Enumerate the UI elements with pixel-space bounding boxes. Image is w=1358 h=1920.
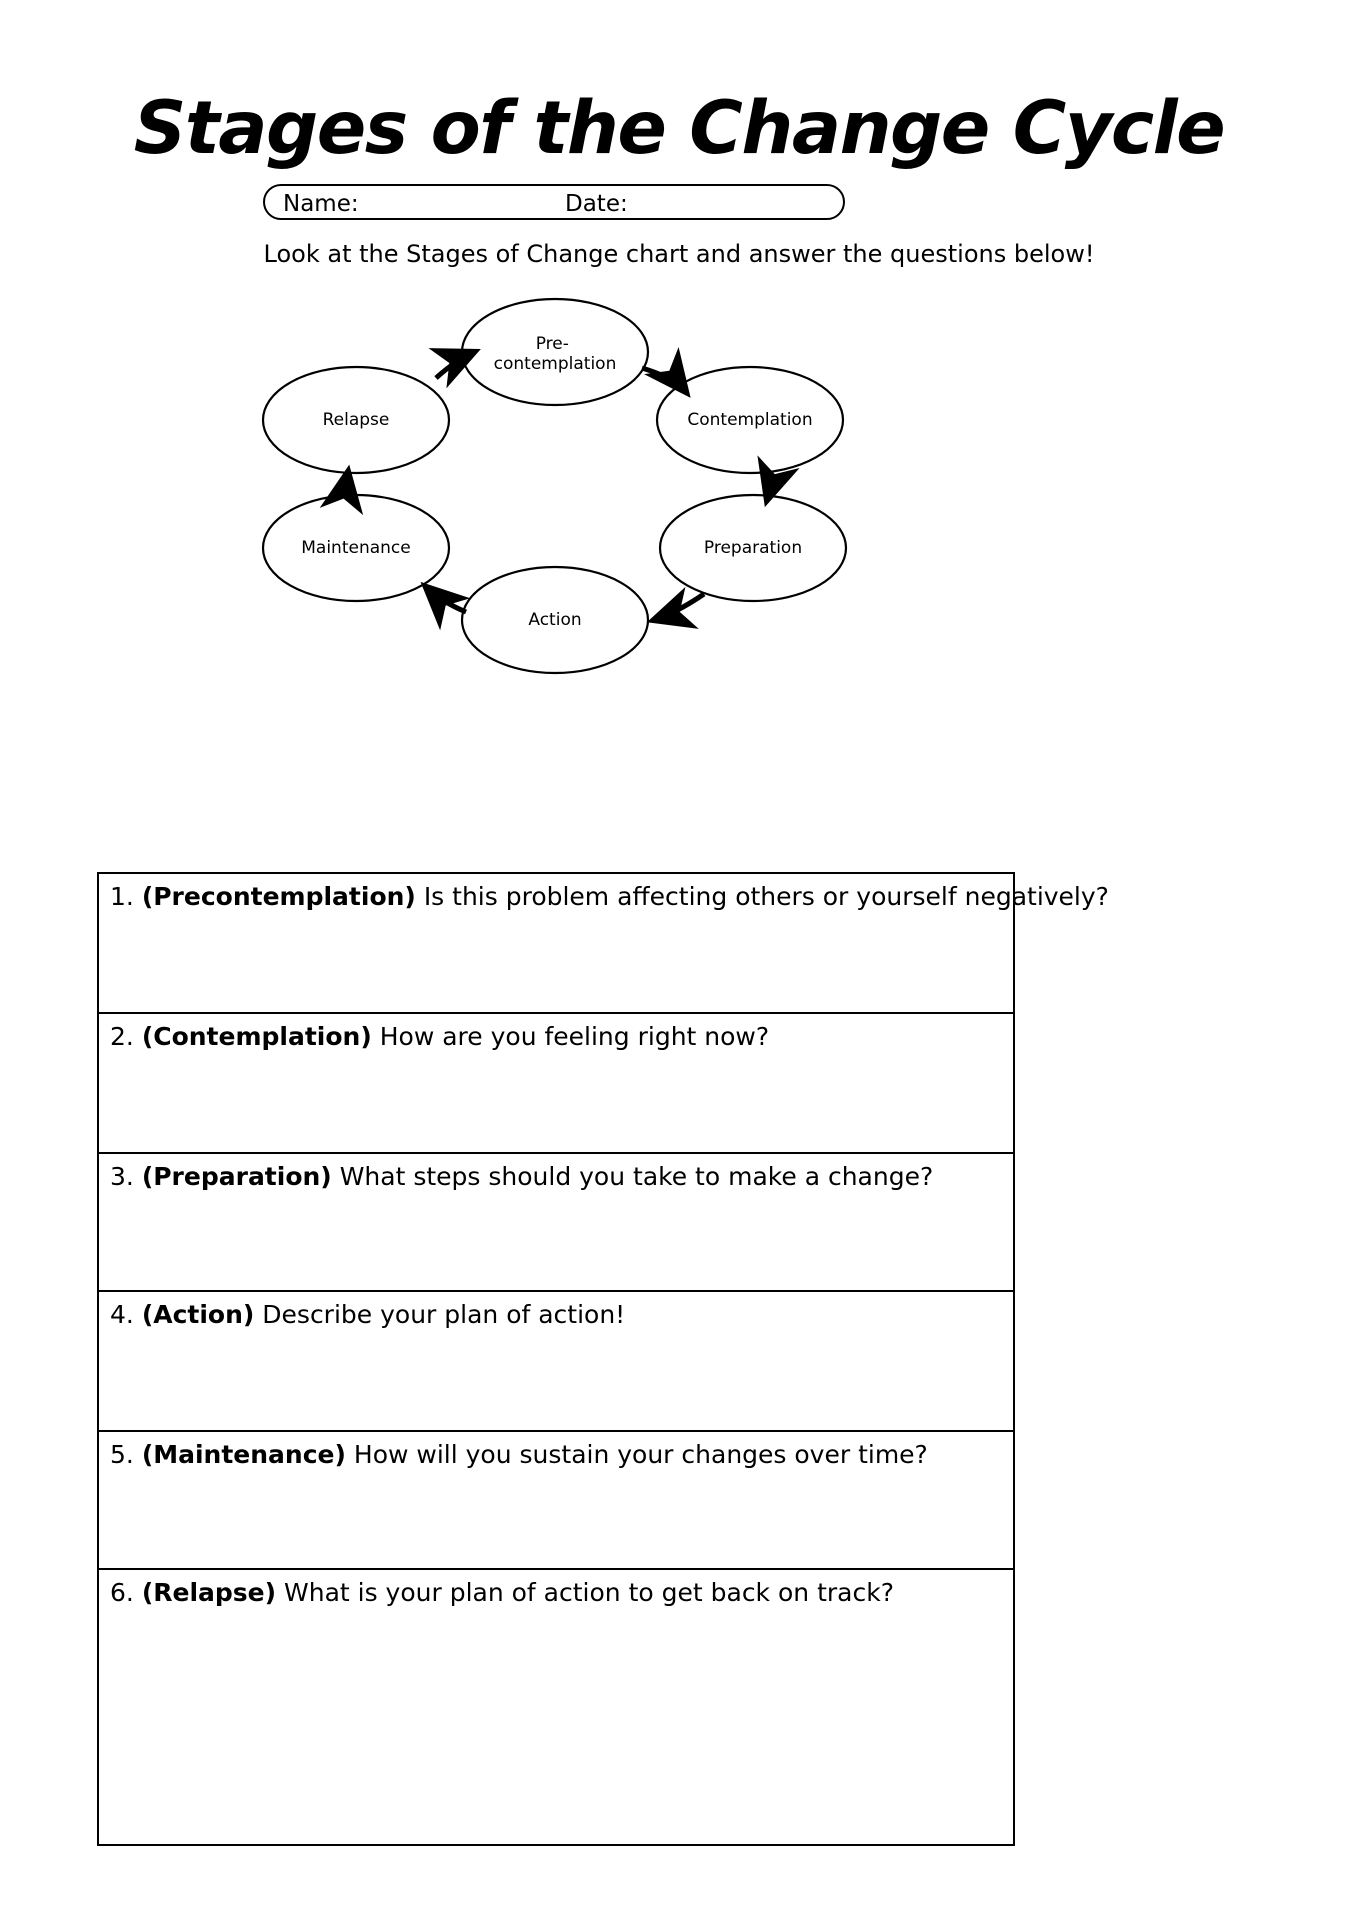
- page-title: Stages of the Change Cycle: [133, 86, 1226, 171]
- node-label-preparation: Preparation: [704, 538, 802, 558]
- node-label-action: Action: [528, 610, 581, 630]
- question-text-5: 5. (Maintenance) How will you sustain yo…: [110, 1438, 928, 1472]
- question-number-2: 2.: [110, 1022, 134, 1051]
- question-stage-4: (Action): [141, 1300, 255, 1329]
- question-row-2[interactable]: 2. (Contemplation) How are you feeling r…: [99, 1014, 1013, 1154]
- question-number-4: 4.: [110, 1300, 134, 1329]
- arrow-action-to-maintenance: [420, 581, 471, 631]
- question-text-2: 2. (Contemplation) How are you feeling r…: [110, 1020, 769, 1054]
- question-body-4: Describe your plan of action!: [262, 1300, 626, 1329]
- question-stage-6: (Relapse): [141, 1578, 277, 1607]
- question-stage-5: (Maintenance): [141, 1440, 346, 1469]
- arrow-contemplation-to-preparation: [757, 455, 800, 508]
- question-number-5: 5.: [110, 1440, 134, 1469]
- question-body-5: How will you sustain your changes over t…: [353, 1440, 928, 1469]
- date-label: Date:: [565, 191, 628, 217]
- question-text-3: 3. (Preparation) What steps should you t…: [110, 1160, 933, 1194]
- question-row-4[interactable]: 4. (Action) Describe your plan of action…: [99, 1292, 1013, 1432]
- node-label-precontemplation: Pre- contemplation: [494, 334, 617, 374]
- arrow-maintenance-to-relapse: [319, 464, 364, 516]
- node-preparation: [658, 493, 848, 603]
- question-number-1: 1.: [110, 882, 134, 911]
- node-label-contemplation: Contemplation: [687, 410, 812, 430]
- question-body-2: How are you feeling right now?: [379, 1022, 770, 1051]
- question-text-1: 1. (Precontemplation) Is this problem af…: [110, 880, 1109, 914]
- arrow-preparation-to-action: [646, 586, 706, 629]
- question-stage-2: (Contemplation): [141, 1022, 372, 1051]
- question-row-3[interactable]: 3. (Preparation) What steps should you t…: [99, 1154, 1013, 1292]
- name-date-bar: Name: Date:: [263, 184, 845, 220]
- question-text-4: 4. (Action) Describe your plan of action…: [110, 1298, 625, 1332]
- node-label-maintenance: Maintenance: [301, 538, 410, 558]
- question-body-3: What steps should you take to make a cha…: [339, 1162, 934, 1191]
- question-row-1[interactable]: 1. (Precontemplation) Is this problem af…: [99, 874, 1109, 1014]
- instruction-text: Look at the Stages of Change chart and a…: [263, 240, 1095, 268]
- question-number-3: 3.: [110, 1162, 134, 1191]
- question-row-5[interactable]: 5. (Maintenance) How will you sustain yo…: [99, 1432, 1013, 1570]
- node-contemplation: [655, 365, 845, 475]
- arrow-precontemplation-to-contemplation: [641, 346, 691, 398]
- question-stage-3: (Preparation): [141, 1162, 332, 1191]
- node-label-relapse: Relapse: [323, 410, 390, 430]
- question-body-1: Is this problem affecting others or your…: [423, 882, 1109, 911]
- questions-table: 1. (Precontemplation) Is this problem af…: [97, 872, 1109, 1846]
- question-body-6: What is your plan of action to get back …: [284, 1578, 894, 1607]
- question-number-6: 6.: [110, 1578, 134, 1607]
- arrow-relapse-to-precontemplation: [428, 348, 481, 389]
- question-text-6: 6. (Relapse) What is your plan of action…: [110, 1576, 894, 1610]
- stages-of-change-diagram: Pre- contemplation Contemplation Prepara…: [250, 282, 890, 702]
- question-stage-1: (Precontemplation): [141, 882, 416, 911]
- question-row-6[interactable]: 6. (Relapse) What is your plan of action…: [99, 1570, 1013, 1844]
- name-label: Name:: [283, 191, 359, 217]
